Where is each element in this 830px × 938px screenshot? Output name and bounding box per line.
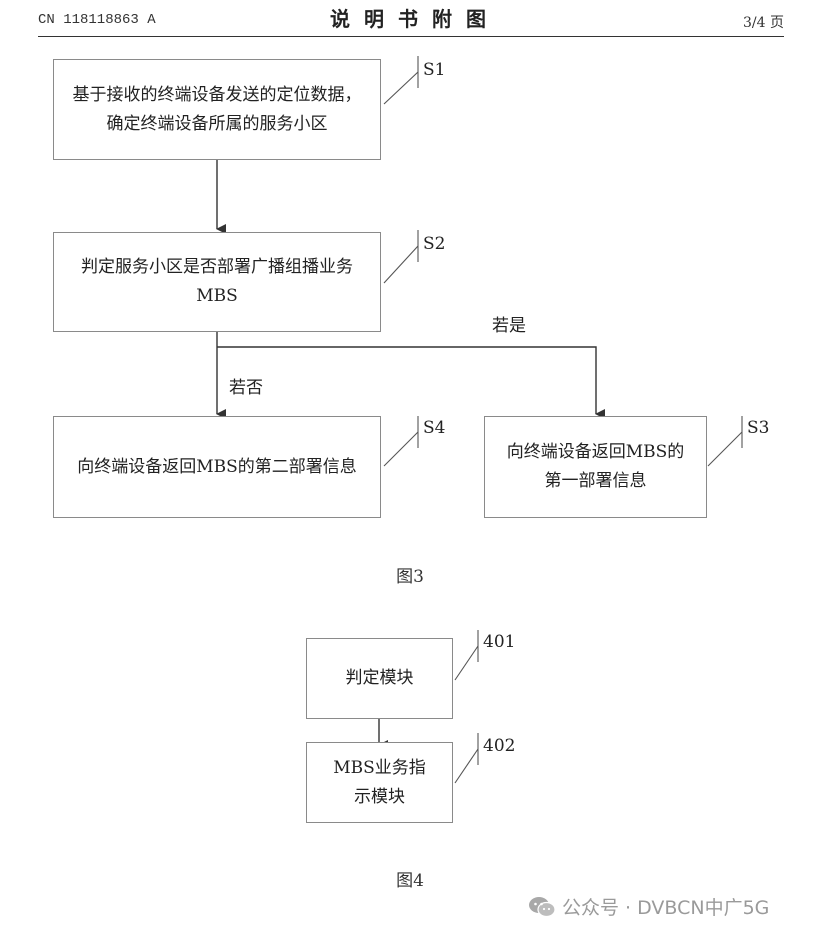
leader-402 [454,748,479,784]
watermark: 公众号 · DVBCN中广5G [528,893,769,920]
module-402-text: MBS业务指示模块 [333,757,426,807]
step-s3-text: 向终端设备返回MBS的第一部署信息 [506,442,685,491]
step-label-s3: S3 [747,418,770,438]
watermark-text: 公众号 · DVBCN中广5G [562,897,770,919]
step-s2-box: 判定服务小区是否部署广播组播业务MBS [53,232,381,332]
page-number: 3/4 页 [743,15,784,31]
module-401-box: 判定模块 [306,638,453,719]
figure4-caption: 图4 [396,871,424,891]
header-rule [38,36,784,37]
step-s1-text: 基于接收的终端设备发送的定位数据，确定终端设备所属的服务小区 [72,84,362,134]
step-label-s2: S2 [423,234,446,254]
leader-s2 [383,245,419,284]
module-label-402: 402 [483,736,516,756]
leader-s4 [383,431,419,467]
condition-no: 若否 [229,378,263,398]
leader-s1 [383,71,419,105]
figure3-caption: 图3 [396,567,424,587]
step-s1-box: 基于接收的终端设备发送的定位数据，确定终端设备所属的服务小区 [53,59,381,160]
page-title: 说明书附图 [330,7,500,31]
wechat-icon [529,896,556,917]
step-s3-box: 向终端设备返回MBS的第一部署信息 [484,416,707,518]
arrow-s2-s3 [217,346,605,419]
step-label-s4: S4 [423,418,446,438]
step-s4-text: 向终端设备返回MBS的第二部署信息 [77,456,357,477]
leader-s3 [707,431,743,467]
step-s4-box: 向终端设备返回MBS的第二部署信息 [53,416,381,518]
module-label-401: 401 [483,632,516,652]
step-s2-text: 判定服务小区是否部署广播组播业务MBS [81,257,353,306]
patent-number: CN 118118863 A [38,12,156,28]
leader-401 [454,645,479,681]
condition-yes: 若是 [492,316,526,336]
module-401-text: 判定模块 [345,668,414,688]
step-label-s1: S1 [423,60,446,80]
module-402-box: MBS业务指示模块 [306,742,453,823]
